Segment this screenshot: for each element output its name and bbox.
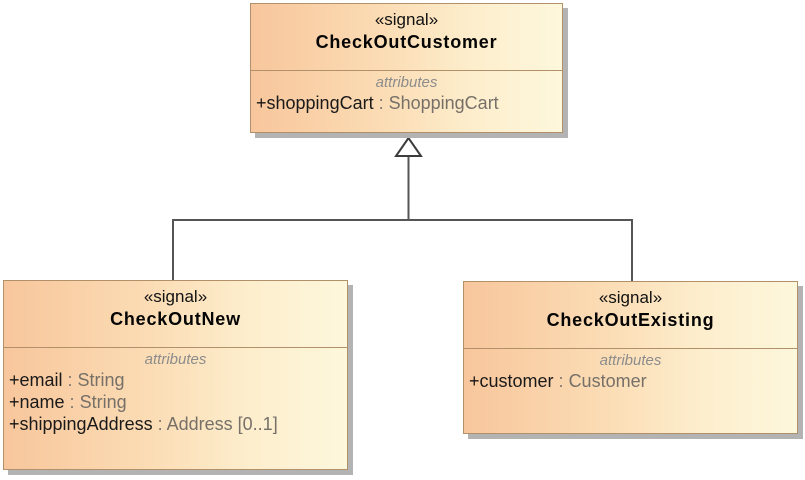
class-stereotype: «signal» [598,288,663,307]
attribute-name: email [19,370,63,390]
attribute-type: Address [166,414,233,434]
class-node-checkoutexisting[interactable]: «signal» CheckOutExisting attributes +cu… [463,281,798,434]
attribute-name: shoppingCart [266,93,374,113]
attributes-compartment-checkoutcustomer: attributes +shoppingCart : ShoppingCart [251,71,562,118]
class-title: CheckOutExisting [546,310,715,330]
class-header-checkoutnew: «signal» CheckOutNew [4,281,347,348]
attribute-separator: : [373,93,389,113]
attribute-row[interactable]: +shippingAddress : Address [0..1] [4,413,347,435]
attribute-row[interactable]: +name : String [4,391,347,413]
attribute-visibility: + [256,93,267,113]
attribute-row[interactable]: +email : String [4,369,347,391]
attribute-visibility: + [9,370,20,390]
attributes-compartment-checkoutnew: attributes +email : String +name : Strin… [4,348,347,439]
attributes-compartment-checkoutexisting: attributes +customer : Customer [464,349,797,396]
compartment-label: attributes [144,351,207,368]
attribute-visibility: + [469,371,480,391]
attribute-visibility: + [9,392,20,412]
class-stereotype: «signal» [374,10,439,29]
attribute-name: shippingAddress [19,414,153,434]
class-node-checkoutnew[interactable]: «signal» CheckOutNew attributes +email :… [3,280,348,470]
attribute-type: Customer [568,371,647,391]
attribute-row[interactable]: +shoppingCart : ShoppingCart [251,92,562,114]
class-node-checkoutcustomer[interactable]: «signal» CheckOutCustomer attributes +sh… [250,3,563,133]
compartment-label: attributes [599,352,662,369]
attribute-multiplicity: [0..1] [232,414,278,434]
attribute-separator: : [64,392,80,412]
generalization-arrowhead [394,136,423,157]
attribute-type: String [77,370,125,390]
attribute-separator: : [62,370,78,390]
attribute-visibility: + [9,414,20,434]
attribute-row[interactable]: +customer : Customer [464,370,797,392]
attribute-name: name [19,392,65,412]
attribute-name: customer [479,371,554,391]
attribute-separator: : [152,414,167,434]
class-stereotype: «signal» [143,287,208,306]
class-title: CheckOutNew [110,309,241,329]
class-title: CheckOutCustomer [315,32,498,52]
class-header-checkoutcustomer: «signal» CheckOutCustomer [251,4,562,71]
attribute-separator: : [553,371,569,391]
class-header-checkoutexisting: «signal» CheckOutExisting [464,282,797,349]
attribute-type: String [79,392,127,412]
attribute-type: ShoppingCart [388,93,499,113]
compartment-label: attributes [375,74,438,91]
